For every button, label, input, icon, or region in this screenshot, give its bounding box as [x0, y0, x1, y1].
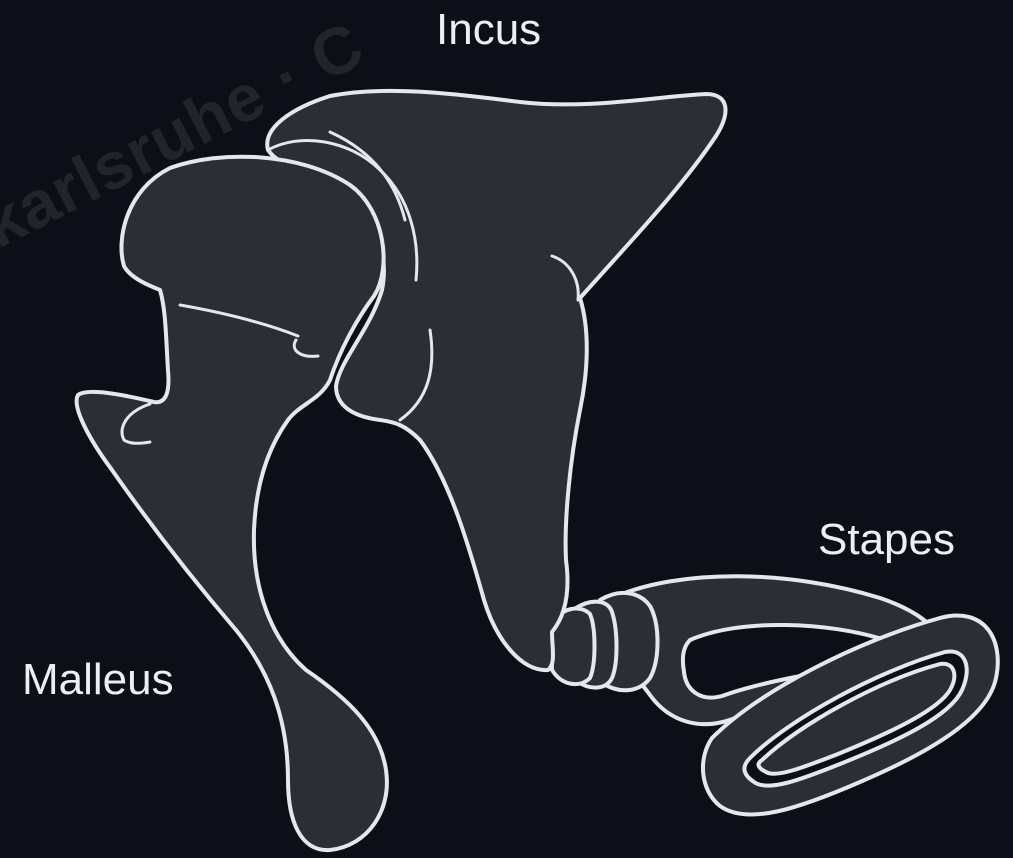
stapes-bone	[552, 576, 998, 814]
label-malleus: Malleus	[22, 658, 174, 702]
malleus-bone	[77, 157, 387, 850]
label-incus: Incus	[436, 8, 541, 52]
malleus-body	[77, 157, 387, 850]
label-stapes: Stapes	[818, 518, 955, 562]
